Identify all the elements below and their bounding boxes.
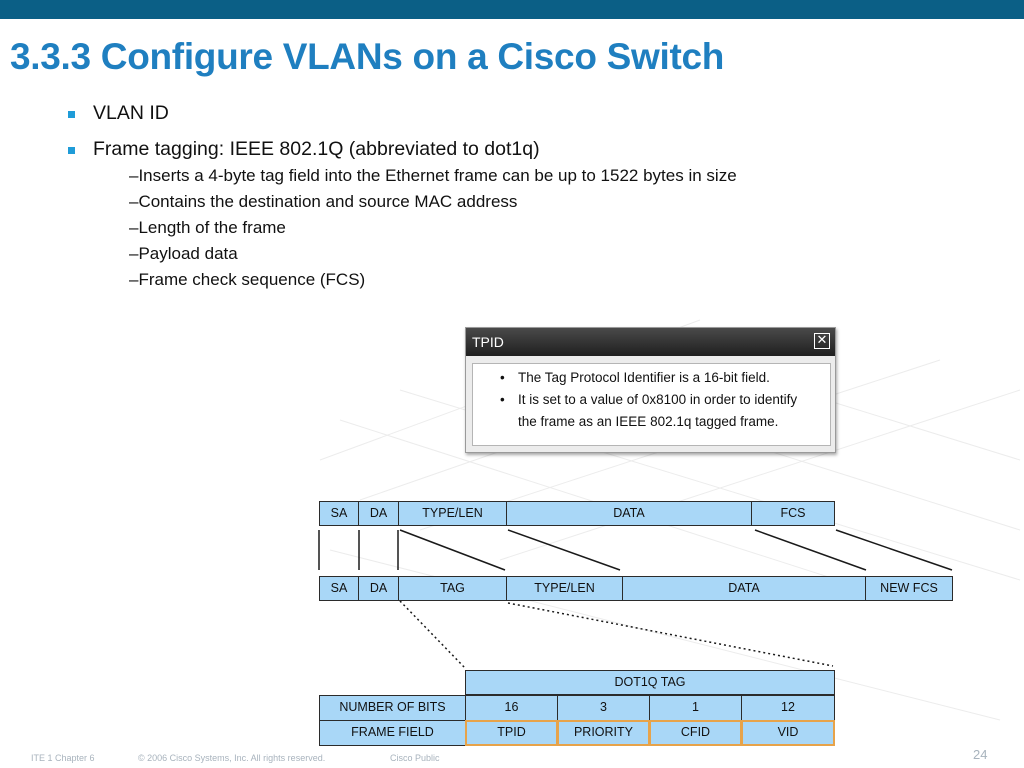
slide-title: 3.3.3 Configure VLANs on a Cisco Switch: [10, 36, 725, 77]
tagged-field-new-fcs: NEW FCS: [865, 576, 953, 601]
close-icon[interactable]: ✕: [814, 333, 830, 349]
page-number: 24: [973, 747, 988, 762]
square-bullet-icon: [68, 147, 75, 154]
field-priority-button[interactable]: PRIORITY: [557, 720, 650, 746]
tagged-field-tag[interactable]: TAG: [398, 576, 507, 601]
field-vid-button[interactable]: VID: [741, 720, 835, 746]
frame-field-label: FRAME FIELD: [319, 720, 466, 746]
field-tpid-button[interactable]: TPID: [465, 720, 558, 746]
frame-field-fcs: FCS: [751, 501, 835, 526]
popup-line: It is set to a value of 0x8100 in order …: [518, 392, 798, 407]
bullet-text: Frame tagging: IEEE 802.1Q (abbreviated …: [93, 138, 540, 160]
square-bullet-icon: [68, 111, 75, 118]
dot1q-tag-header: DOT1Q TAG: [465, 670, 835, 695]
bits-priority: 3: [557, 695, 650, 721]
sub-bullet: –Contains the destination and source MAC…: [129, 192, 518, 211]
popup-header: TPID ✕: [466, 328, 835, 356]
tagged-field-data: DATA: [622, 576, 866, 601]
sub-bullet: –Payload data: [129, 244, 238, 263]
field-cfid-button[interactable]: CFID: [649, 720, 742, 746]
frame-field-data: DATA: [506, 501, 752, 526]
popup-body: • The Tag Protocol Identifier is a 16-bi…: [472, 363, 831, 446]
bullet-dot-icon: •: [500, 370, 505, 385]
tagged-field-type-len: TYPE/LEN: [506, 576, 623, 601]
sub-bullet: –Frame check sequence (FCS): [129, 270, 366, 289]
bullet-dot-icon: •: [500, 392, 505, 407]
footer-classification: Cisco Public: [390, 753, 440, 763]
bits-vid: 12: [741, 695, 835, 721]
bullet-text: VLAN ID: [93, 102, 169, 124]
footer-copyright: © 2006 Cisco Systems, Inc. All rights re…: [138, 753, 326, 763]
frame-field-da: DA: [358, 501, 399, 526]
bits-tpid: 16: [465, 695, 558, 721]
number-of-bits-label: NUMBER OF BITS: [319, 695, 466, 721]
popup-title: TPID: [472, 334, 504, 350]
popup-line: the frame as an IEEE 802.1q tagged frame…: [518, 414, 779, 429]
bits-cfid: 1: [649, 695, 742, 721]
tagged-field-da: DA: [358, 576, 399, 601]
sub-bullet: –Length of the frame: [129, 218, 286, 237]
tpid-popup: TPID ✕ • The Tag Protocol Identifier is …: [465, 327, 836, 453]
popup-line: The Tag Protocol Identifier is a 16-bit …: [518, 370, 770, 385]
top-banner: [0, 0, 1024, 19]
tagged-field-sa: SA: [319, 576, 359, 601]
footer-chapter: ITE 1 Chapter 6: [31, 753, 95, 763]
frame-field-sa: SA: [319, 501, 359, 526]
sub-bullet: –Inserts a 4-byte tag field into the Eth…: [129, 166, 737, 185]
frame-field-type-len: TYPE/LEN: [398, 501, 507, 526]
